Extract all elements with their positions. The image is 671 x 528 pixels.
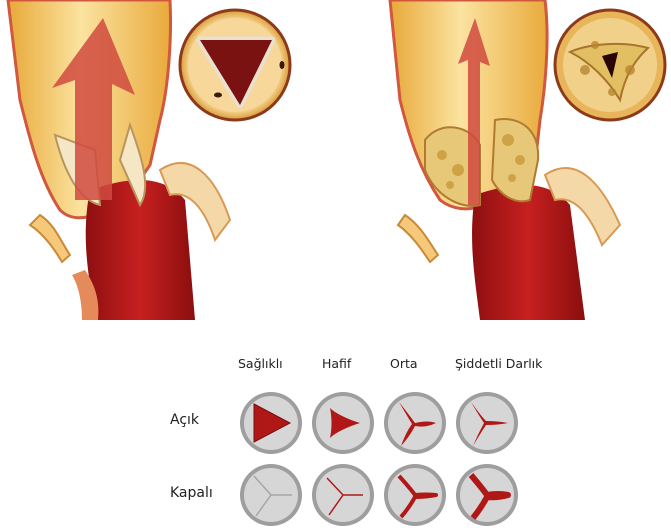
valve-stenosis-grid: Sağlıklı Hafif Orta Şiddetli Darlık Açık…	[150, 350, 570, 528]
row-header-closed: Kapalı	[170, 485, 213, 501]
column-header-severe: Şiddetli Darlık	[455, 356, 542, 371]
valve-open-healthy	[238, 390, 304, 456]
valve-closed-moderate	[382, 462, 448, 528]
column-header-mild: Hafif	[322, 356, 351, 371]
valve-closed-severe	[454, 462, 520, 528]
valve-closed-healthy	[238, 462, 304, 528]
valve-closed-mild	[310, 462, 376, 528]
valve-open-severe	[454, 390, 520, 456]
column-header-healthy: Sağlıklı	[238, 356, 283, 371]
healthy-valve-illustration	[0, 0, 320, 320]
valve-open-mild	[310, 390, 376, 456]
stenotic-valve-illustration	[380, 0, 671, 320]
row-header-open: Açık	[170, 412, 199, 428]
column-header-moderate: Orta	[390, 356, 418, 371]
valve-open-moderate	[382, 390, 448, 456]
